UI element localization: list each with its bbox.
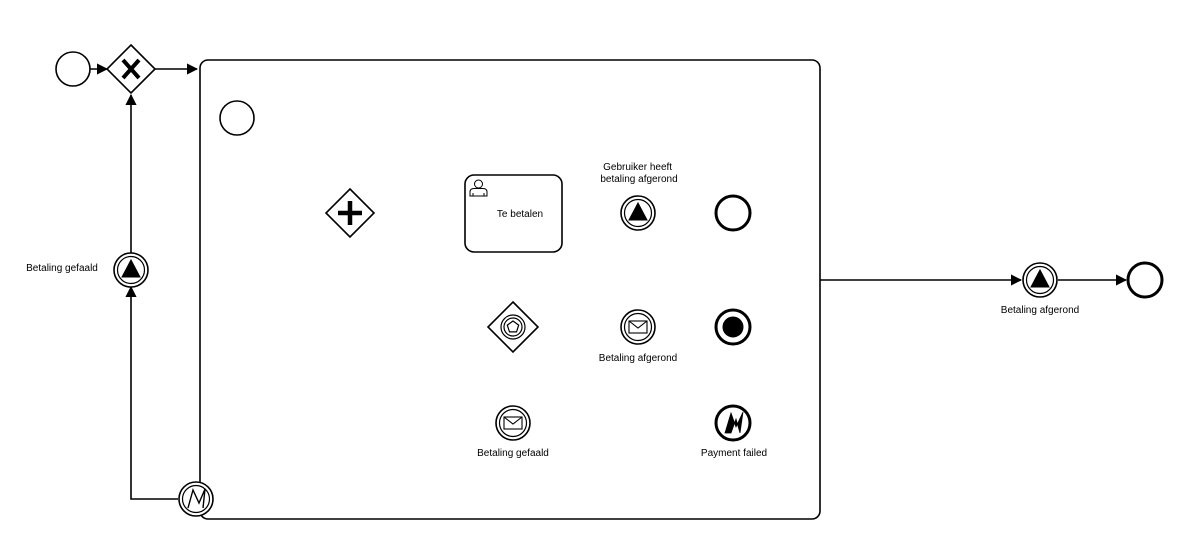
subprocess[interactable] [199, 59, 821, 520]
signal-intermediate-event-completed[interactable] [1022, 262, 1058, 298]
parallel-gateway[interactable] [324, 187, 376, 239]
event-based-gateway[interactable] [486, 300, 540, 354]
pentagon-icon [506, 320, 520, 333]
message-catch-event-completed[interactable] [620, 309, 656, 345]
triangle-icon [1030, 268, 1050, 288]
label-outer-completed: Betaling afgerond [1001, 305, 1079, 316]
signal-intermediate-event-retry[interactable] [113, 252, 149, 288]
label-msg-failed: Betaling gefaald [477, 448, 549, 459]
plus-icon [338, 201, 362, 225]
label-msg-completed: Betaling afgerond [599, 353, 677, 364]
label-user-finished: Gebruiker heeft betaling afgerond [600, 162, 677, 185]
flow-error-boundary-to-signal[interactable] [125, 285, 178, 500]
exclusive-gateway[interactable] [105, 43, 157, 95]
label-retry-failed: Betaling gefaald [26, 263, 98, 274]
label-payment-failed: Payment failed [701, 448, 767, 459]
x-icon [121, 58, 141, 80]
envelope-icon [628, 320, 648, 334]
lightning-icon [187, 487, 206, 509]
terminate-end-event[interactable] [714, 308, 752, 346]
lightning-icon [724, 411, 744, 434]
error-boundary-event[interactable] [178, 481, 214, 517]
user-task-te-betalen[interactable]: Te betalen [464, 174, 563, 253]
triangle-icon [628, 201, 648, 221]
end-event-outer[interactable] [1126, 261, 1164, 299]
task-label: Te betalen [497, 209, 543, 220]
inner-start-event[interactable] [219, 100, 255, 136]
end-event-top[interactable] [714, 194, 752, 232]
user-icon [469, 179, 488, 197]
signal-throw-event-user-finished[interactable] [620, 195, 656, 231]
triangle-icon [121, 258, 141, 278]
envelope-icon [503, 416, 523, 430]
message-catch-event-failed[interactable] [495, 405, 531, 441]
error-end-event[interactable] [714, 404, 752, 442]
start-event[interactable] [55, 51, 91, 87]
